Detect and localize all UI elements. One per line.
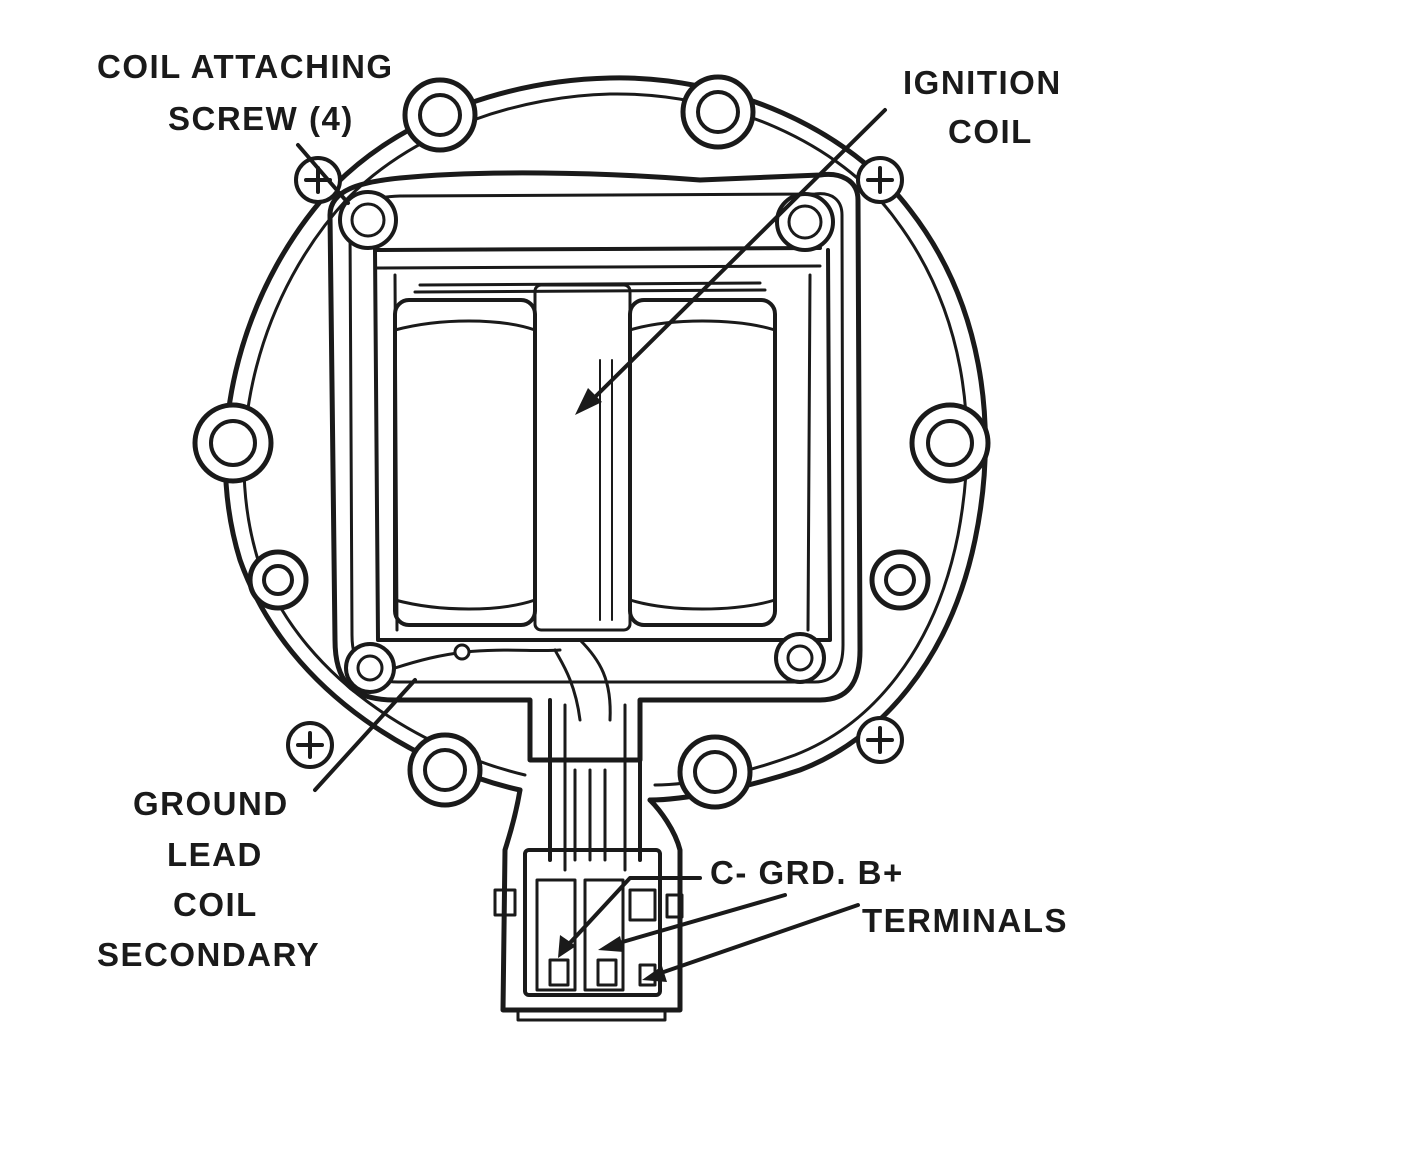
coil-screw-bottom-right xyxy=(774,632,826,684)
latch-screw-top-left xyxy=(294,156,342,204)
label-screw-count: SCREW (4) xyxy=(168,100,354,137)
label-coil-attaching: COIL ATTACHING xyxy=(97,48,394,85)
coil-screw-bottom-left xyxy=(344,642,396,694)
ground-lead-leader xyxy=(313,678,417,792)
callout-labels: COIL ATTACHING SCREW (4) IGNITION COIL G… xyxy=(97,48,1068,973)
ground-lead-wire xyxy=(393,643,562,670)
cap-latch-screws xyxy=(286,156,904,769)
cap-terminal-towers xyxy=(192,74,991,810)
tower-mid-left xyxy=(192,402,274,484)
coil-screw-top-right xyxy=(775,192,835,252)
tower-top-left xyxy=(402,77,478,153)
label-ignition: IGNITION xyxy=(903,64,1062,101)
label-coil-secondary-2: SECONDARY xyxy=(97,936,320,973)
coil-screw-leader xyxy=(296,143,350,205)
label-coil-secondary-1: COIL xyxy=(173,886,258,923)
tower-mid-right xyxy=(909,402,991,484)
terminal-leader-grd xyxy=(610,893,787,947)
tower-bottom-left xyxy=(407,732,483,808)
label-lead: LEAD xyxy=(167,836,263,873)
ignition-coil-arrowhead xyxy=(575,388,602,415)
tower-top-right xyxy=(680,74,756,150)
tower-bottom-right xyxy=(677,734,753,810)
label-terminals: TERMINALS xyxy=(862,902,1068,939)
ignition-coil-leader xyxy=(593,108,887,399)
tower-low-right xyxy=(869,549,931,611)
label-ground: GROUND xyxy=(133,785,289,822)
leader-lines xyxy=(296,108,887,982)
terminal-connector xyxy=(493,638,684,1022)
coil-screw-top-left xyxy=(338,190,398,250)
latch-screw-bottom-left xyxy=(286,721,334,769)
latch-screw-bottom-right xyxy=(856,716,904,764)
coil-attaching-screws xyxy=(338,190,835,694)
label-coil: COIL xyxy=(948,113,1033,150)
tower-low-left xyxy=(247,549,309,611)
coil-windings xyxy=(393,281,777,632)
terminal-leader-bplus xyxy=(653,903,860,977)
label-terminal-names: C- GRD. B+ xyxy=(710,854,904,891)
terminal-leader-c xyxy=(566,876,702,947)
latch-screw-top-right xyxy=(856,156,904,204)
